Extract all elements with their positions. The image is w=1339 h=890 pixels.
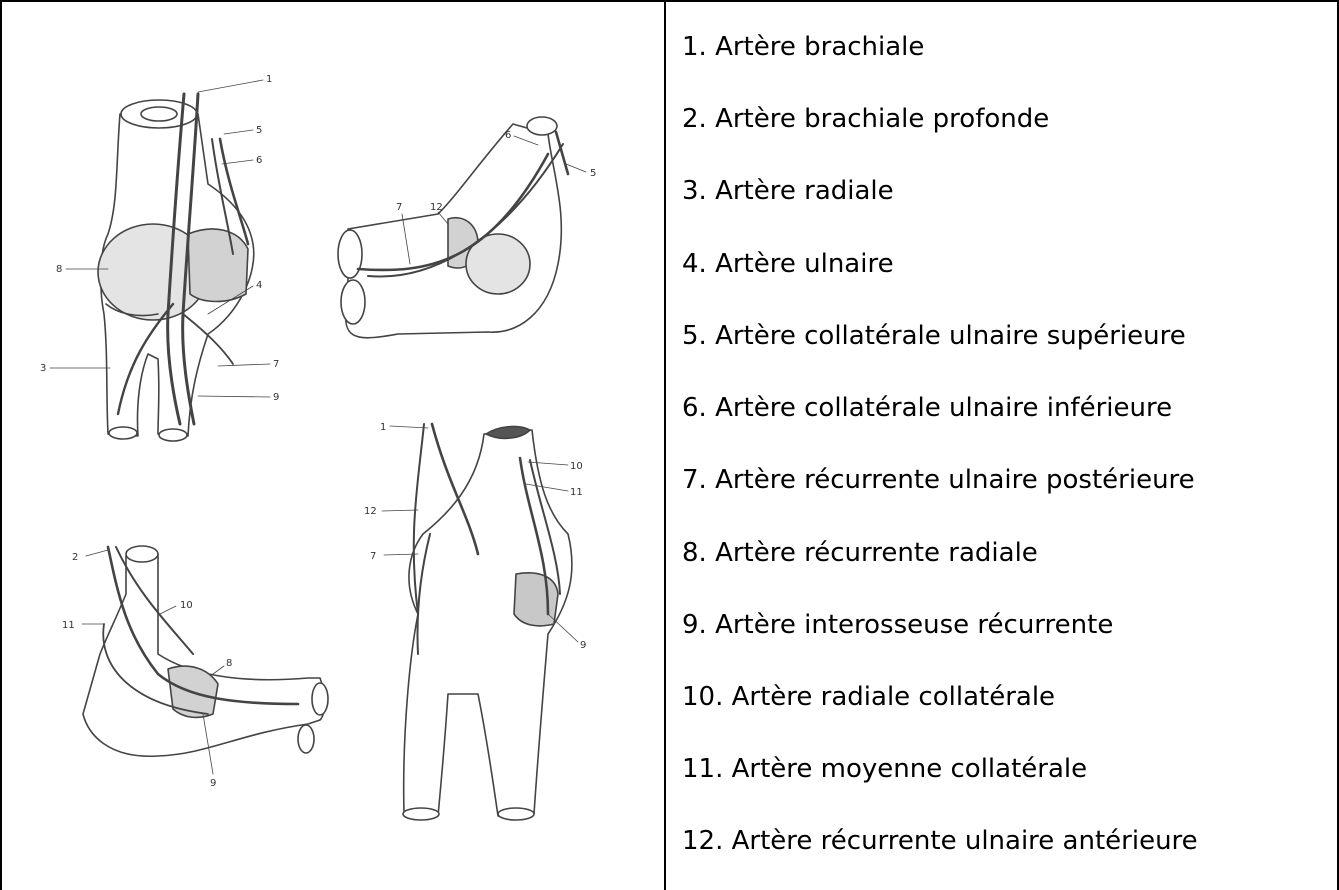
legend-label: Artère brachiale profonde <box>715 104 1049 134</box>
callout-12: 12 <box>364 506 377 517</box>
legend-number: 12. <box>682 826 723 856</box>
legend-label: Artère radiale <box>715 176 894 206</box>
legend-item: 6. Artère collatérale ulnaire inférieure <box>682 393 1172 423</box>
legend-number: 8. <box>682 538 707 568</box>
callout-8: 8 <box>226 658 232 669</box>
legend-label: Artère récurrente radiale <box>715 538 1038 568</box>
legend-number: 3. <box>682 176 707 206</box>
legend-item: 7. Artère récurrente ulnaire postérieure <box>682 465 1195 495</box>
legend-label: Artère récurrente ulnaire postérieure <box>715 465 1195 495</box>
legend-item: 4. Artère ulnaire <box>682 249 894 279</box>
legend-label: Artère récurrente ulnaire antérieure <box>732 826 1198 856</box>
elbow-arteries-illustration: 1 5 6 8 4 3 7 9 6 5 7 12 2 10 11 8 9 1 1… <box>8 14 658 874</box>
legend-number: 9. <box>682 610 707 640</box>
callout-12: 12 <box>430 202 443 213</box>
legend-number: 4. <box>682 249 707 279</box>
column-divider <box>664 0 666 890</box>
legend-label: Artère collatérale ulnaire inférieure <box>715 393 1172 423</box>
elbow-view-lateral <box>338 117 586 338</box>
elbow-view-posterior <box>382 424 578 820</box>
callout-8: 8 <box>56 264 62 275</box>
legend-item: 12. Artère récurrente ulnaire antérieure <box>682 826 1198 856</box>
legend-number: 2. <box>682 104 707 134</box>
legend-label: Artère radiale collatérale <box>732 682 1055 712</box>
legend-item: 2. Artère brachiale profonde <box>682 104 1049 134</box>
legend-item: 1. Artère brachiale <box>682 32 924 62</box>
callout-5: 5 <box>590 168 596 179</box>
callout-9: 9 <box>273 392 279 403</box>
legend-number: 6. <box>682 393 707 423</box>
elbow-view-medial <box>82 546 328 774</box>
callout-10: 10 <box>180 600 193 611</box>
callout-1: 1 <box>380 422 386 433</box>
legend-item: 11. Artère moyenne collatérale <box>682 754 1087 784</box>
legend-label: Artère brachiale <box>715 32 924 62</box>
callout-10: 10 <box>570 461 583 472</box>
legend-number: 5. <box>682 321 707 351</box>
legend-item: 10. Artère radiale collatérale <box>682 682 1055 712</box>
legend-item: 8. Artère récurrente radiale <box>682 538 1038 568</box>
legend-number: 1. <box>682 32 707 62</box>
callout-5: 5 <box>256 125 262 136</box>
legend-label: Artère collatérale ulnaire supérieure <box>715 321 1186 351</box>
callout-11: 11 <box>62 620 75 631</box>
callout-9: 9 <box>580 640 586 651</box>
legend-number: 11. <box>682 754 723 784</box>
legend-number: 10. <box>682 682 723 712</box>
legend-item: 5. Artère collatérale ulnaire supérieure <box>682 321 1186 351</box>
callout-11: 11 <box>570 487 583 498</box>
callout-3: 3 <box>40 363 46 374</box>
legend-label: Artère moyenne collatérale <box>732 754 1088 784</box>
callout-2: 2 <box>72 552 78 563</box>
elbow-view-anterior <box>50 80 270 441</box>
legend-number: 7. <box>682 465 707 495</box>
callout-1: 1 <box>266 74 272 85</box>
legend-item: 9. Artère interosseuse récurrente <box>682 610 1113 640</box>
callout-9: 9 <box>210 778 216 789</box>
callout-4: 4 <box>256 280 262 291</box>
callout-6: 6 <box>505 130 511 141</box>
legend-item: 3. Artère radiale <box>682 176 894 206</box>
callout-6: 6 <box>256 155 262 166</box>
callout-7: 7 <box>273 359 279 370</box>
legend-label: Artère interosseuse récurrente <box>715 610 1113 640</box>
legend-label: Artère ulnaire <box>715 249 894 279</box>
callout-7: 7 <box>396 202 402 213</box>
callout-7: 7 <box>370 551 376 562</box>
